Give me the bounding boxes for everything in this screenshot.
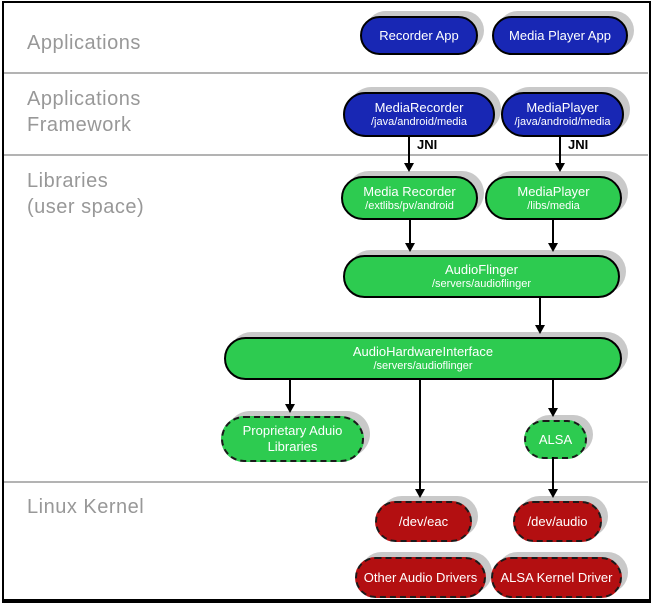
- layer-label-linux-kernel: Linux Kernel: [27, 496, 145, 518]
- divider-applications: [4, 72, 648, 74]
- arrow-audioflinger-to-ahi-head: [535, 325, 545, 334]
- arrow-ahi-to-proprietary-head: [285, 404, 295, 413]
- media-player-framework: MediaPlayer/java/android/media: [501, 92, 624, 137]
- media-recorder-framework-label: /java/android/media: [370, 116, 467, 128]
- arrow-recorderlib-to-audioflinger-head: [405, 243, 415, 252]
- arrow-ahi-to-proprietary: [289, 378, 291, 406]
- media-player-app-label: Media Player App: [509, 27, 611, 43]
- arrow-mediaplayer-jni-head: [555, 163, 565, 172]
- layer-label-applications-framework: Applications Framework: [27, 88, 141, 136]
- alsa-kernel-driver-label: ALSA Kernel Driver: [500, 569, 613, 585]
- dev-audio-label: /dev/audio: [527, 513, 588, 529]
- dev-eac-label: /dev/eac: [398, 513, 449, 529]
- arrow-ahi-to-alsa: [552, 378, 554, 410]
- proprietary-audio-libraries-label: Libraries: [267, 439, 318, 454]
- layer-label-libraries-user-space: Libraries (user space): [27, 170, 145, 218]
- arrow-ahi-to-dev-eac-head: [415, 489, 425, 498]
- arrow-audioflinger-to-ahi: [539, 296, 541, 327]
- media-player-lib: MediaPlayer/libs/media: [485, 176, 622, 220]
- arrow-mediaplayer-jni: [559, 135, 561, 165]
- audio-hardware-interface: AudioHardwareInterface/servers/audioflin…: [224, 337, 622, 380]
- arrow-mediarecorder-jni-label: JNI: [417, 137, 438, 152]
- media-recorder-framework-label: MediaRecorder: [374, 100, 464, 115]
- other-audio-drivers: Other Audio Drivers: [355, 557, 486, 598]
- arrow-playerlib-to-audioflinger-head: [548, 243, 558, 252]
- alsa-label: ALSA: [538, 431, 573, 447]
- media-player-lib-label: /libs/media: [527, 199, 580, 212]
- alsa: ALSA: [524, 420, 587, 459]
- arrow-mediarecorder-jni-head: [404, 163, 414, 172]
- dev-audio: /dev/audio: [513, 501, 602, 542]
- media-recorder-lib: Media Recorder/extlibs/pv/android: [341, 176, 478, 220]
- arrow-playerlib-to-audioflinger: [552, 218, 554, 245]
- media-player-framework-label: MediaPlayer: [526, 100, 599, 115]
- recorder-app: Recorder App: [360, 16, 478, 55]
- arrow-recorderlib-to-audioflinger: [409, 218, 411, 245]
- arrow-mediarecorder-jni: [408, 135, 410, 165]
- audio-hardware-interface-label: AudioHardwareInterface: [352, 344, 494, 359]
- media-recorder-lib-label: /extlibs/pv/android: [365, 199, 454, 212]
- arrow-alsa-to-dev-audio: [552, 457, 554, 491]
- media-player-app: Media Player App: [492, 16, 628, 55]
- proprietary-audio-libraries-label: Proprietary Aduio: [242, 423, 343, 438]
- media-recorder-framework: MediaRecorder/java/android/media: [343, 92, 495, 137]
- audio-hardware-interface-label: /servers/audioflinger: [373, 360, 473, 372]
- divider-framework: [4, 154, 648, 156]
- media-player-framework-label: /java/android/media: [514, 116, 611, 128]
- arrow-mediaplayer-jni-label: JNI: [568, 137, 589, 152]
- divider-kernel: [4, 481, 648, 483]
- arrow-ahi-to-alsa-head: [548, 408, 558, 417]
- arrow-ahi-to-dev-eac: [419, 378, 421, 491]
- media-recorder-lib-label: Media Recorder: [363, 183, 456, 199]
- recorder-app-label: Recorder App: [379, 27, 459, 43]
- other-audio-drivers-label: Other Audio Drivers: [363, 569, 478, 585]
- alsa-kernel-driver: ALSA Kernel Driver: [491, 557, 622, 598]
- dev-eac: /dev/eac: [375, 501, 472, 542]
- audio-flinger-label: AudioFlinger: [445, 262, 518, 277]
- layer-label-applications: Applications: [27, 32, 141, 54]
- arrow-alsa-to-dev-audio-head: [548, 489, 558, 498]
- audio-flinger: AudioFlinger/servers/audioflinger: [343, 255, 620, 298]
- audio-flinger-label: /servers/audioflinger: [431, 278, 532, 290]
- media-player-lib-label: MediaPlayer: [517, 183, 590, 199]
